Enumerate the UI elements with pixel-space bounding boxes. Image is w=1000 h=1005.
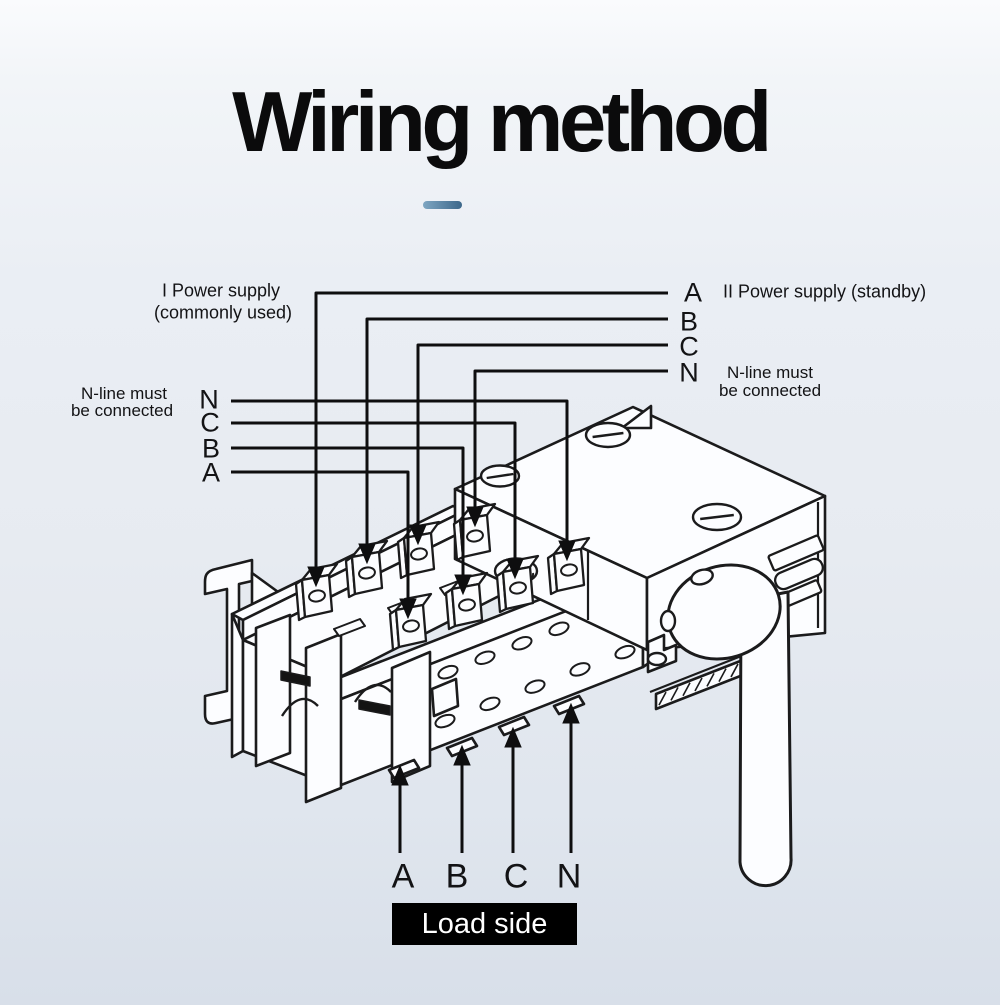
page-title: Wiring method	[232, 75, 772, 170]
vent-oval	[511, 636, 533, 651]
n-note-right-line1: N-line must	[727, 363, 813, 383]
load-tab	[552, 694, 586, 716]
load-side-badge: Load side	[392, 903, 577, 945]
wire-source1-a	[231, 470, 410, 599]
vent-oval	[569, 662, 591, 677]
wire-arrowhead	[506, 558, 524, 580]
boss-ear	[690, 568, 714, 586]
rail-hatch	[694, 677, 703, 692]
terminal-clamp-plate	[501, 565, 535, 611]
terminal-hole	[402, 619, 420, 633]
source1-sublabel: (commonly used)	[153, 302, 293, 323]
vent-oval	[614, 644, 636, 660]
wire-arrowhead	[558, 540, 576, 562]
load-terminal-c: C	[503, 857, 529, 896]
louver-window	[430, 677, 460, 718]
terminal-hole	[410, 547, 428, 561]
wire-source2-b	[365, 317, 668, 544]
left-end-face	[230, 612, 245, 759]
source2-terminal-b: B	[679, 306, 699, 337]
cover-corner-flag	[620, 404, 653, 430]
screw-slot	[700, 513, 734, 521]
n-note-right-line2: be connected	[718, 381, 822, 401]
boss-ear	[659, 609, 677, 633]
terminal-clamp-plate	[552, 547, 586, 593]
wire-source2-n	[473, 369, 668, 507]
terminal-hole	[466, 529, 484, 543]
vent-oval	[479, 696, 501, 712]
source1-terminal-n: N	[199, 384, 219, 415]
source2-terminal-a: A	[683, 277, 703, 308]
load-terminal-a: A	[391, 857, 415, 896]
rail-hatch	[670, 687, 679, 701]
terminal-hole	[358, 566, 376, 580]
screw-slot	[486, 472, 514, 480]
wire-arrowhead	[453, 744, 471, 766]
terminal-hole	[509, 581, 527, 595]
wire-source1-b	[231, 446, 465, 575]
rail-hatch	[706, 672, 715, 687]
source2-label: II Power supply (standby)	[723, 281, 927, 302]
pole-column	[254, 613, 292, 768]
vent-oval	[524, 679, 546, 694]
terminal-hole	[308, 589, 326, 603]
source1-label: I Power supply	[161, 280, 281, 301]
title-accent-dash	[423, 201, 462, 209]
vent-oval	[437, 664, 459, 680]
wire-arrowhead	[391, 764, 409, 786]
wire-arrowhead	[454, 574, 472, 596]
contact-arc	[280, 697, 319, 717]
source2-terminal-c: C	[679, 331, 699, 362]
wire-source2-a	[314, 291, 668, 567]
screw-slot	[592, 431, 624, 439]
terminal-hole	[458, 598, 476, 612]
vent-oval	[474, 650, 496, 666]
n-note-left-line1: N-line must	[81, 384, 167, 404]
cover-vent	[767, 534, 825, 572]
wire-arrowhead	[562, 702, 580, 724]
load-terminal-b: B	[445, 857, 469, 896]
wire-source1-c	[231, 421, 517, 559]
wire-source1-n	[231, 399, 569, 541]
load-terminal-n: N	[556, 857, 582, 896]
rail-hatch	[718, 668, 727, 683]
source1-terminal-a: A	[201, 457, 221, 488]
terminal-hole	[560, 563, 578, 577]
cover-vent	[774, 557, 824, 591]
pole-screw	[358, 699, 391, 716]
wire-arrowhead	[399, 598, 417, 620]
deck-slot	[333, 618, 366, 637]
terminal-clamp-plate	[450, 582, 484, 628]
contact-arc	[353, 683, 392, 703]
n-note-left-line2: be connected	[70, 401, 174, 421]
wire-source2-c	[416, 343, 668, 525]
vent-oval	[434, 713, 456, 729]
source2-terminal-n: N	[679, 357, 699, 388]
mech-tab	[646, 651, 668, 667]
source1-terminal-c: C	[200, 407, 220, 438]
rail-hatch	[682, 682, 691, 697]
pole-column	[304, 632, 343, 804]
terminal-clamp-plate	[394, 603, 428, 649]
vent-oval	[548, 621, 570, 637]
wire-arrowhead	[409, 524, 427, 546]
load-tab	[497, 715, 531, 737]
handle-shaft	[738, 590, 793, 888]
wire-arrowhead	[358, 543, 376, 565]
rail-hatch	[658, 691, 667, 706]
rail-edge	[649, 649, 755, 694]
wire-arrowhead	[504, 726, 522, 748]
wire-arrowhead	[307, 566, 325, 588]
rail-hatch	[730, 663, 739, 678]
source1-terminal-b: B	[201, 433, 221, 464]
pole-screw	[280, 670, 311, 687]
wire-arrowhead	[466, 506, 484, 528]
pole-column	[390, 650, 432, 784]
